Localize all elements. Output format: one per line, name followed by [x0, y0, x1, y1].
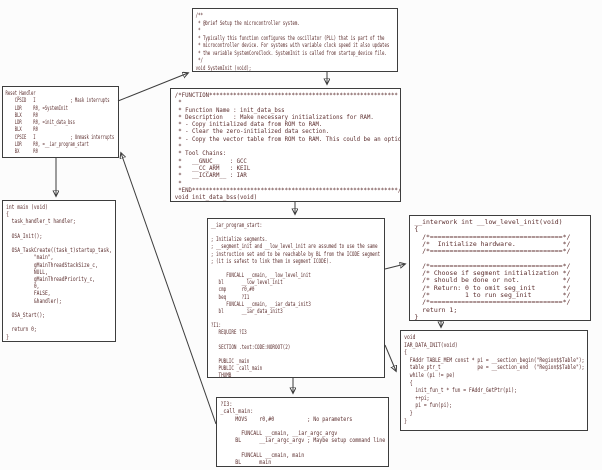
arrow-iarprogramstart-to-lowlevelinit — [384, 264, 405, 270]
low-level-init-code: __interwork int __low_level_init(void) {… — [414, 219, 571, 321]
call-main-code-box: ?I3: _call_main: MOVS r0,#0 ; No paramet… — [216, 397, 389, 467]
iar-program-start-code: __iar_program_start: ; Initialize segmen… — [210, 222, 381, 378]
low-level-init-code-box: __interwork int __low_level_init(void) {… — [409, 215, 591, 321]
reset-handler-code: Reset_Handler CPSID I ; Mask interrupts … — [5, 90, 115, 156]
reset-handler-code-box: Reset_Handler CPSID I ; Mask interrupts … — [2, 86, 119, 158]
init-data-bss-code-box: /*FUNCTION******************************… — [170, 88, 401, 202]
systeminit-code: /** * @brief Setup the microcontroller s… — [195, 12, 390, 72]
main-function-code-box: int main (void) { task_handler_t handler… — [2, 200, 116, 342]
init-data-bss-code: /*FUNCTION******************************… — [174, 92, 401, 202]
iar-data-init-code: void IAR_DATA_INIT(void) { FAddr TABLE_M… — [404, 334, 585, 425]
main-function-code: int main (void) { task_handler_t handler… — [6, 204, 112, 341]
call-main-code: ?I3: _call_main: MOVS r0,#0 ; No paramet… — [220, 401, 386, 467]
iar-data-init-code-box: void IAR_DATA_INIT(void) { FAddr TABLE_M… — [400, 330, 588, 431]
arrow-iarprogramstart-to-iardatainit — [384, 344, 396, 371]
iar-program-start-code-box: __iar_program_start: ; Initialize segmen… — [207, 218, 385, 378]
systeminit-code-box: /** * @brief Setup the microcontroller s… — [192, 8, 398, 72]
